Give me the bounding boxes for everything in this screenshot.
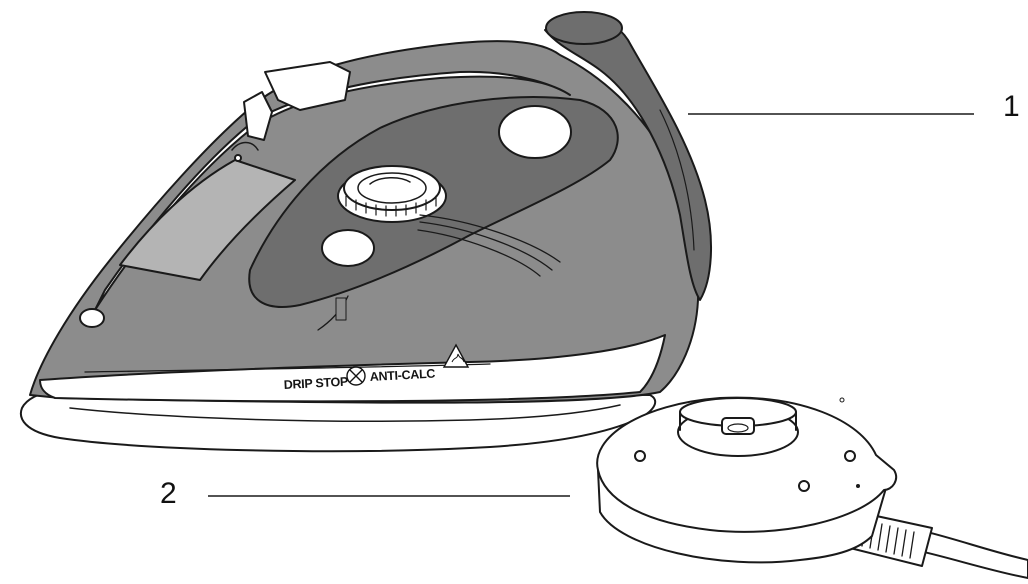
hot-surface-warning-icon [442, 343, 470, 368]
body-highlight [321, 229, 375, 267]
screw-hole [798, 480, 810, 492]
screw-hole [634, 450, 646, 462]
callout-2-number: 2 [160, 477, 177, 510]
steam-dial[interactable] [337, 165, 447, 223]
steam-burst-trigger[interactable] [243, 91, 273, 141]
base-station [596, 396, 1028, 579]
water-fill-cap[interactable] [79, 308, 105, 328]
screw-hole [839, 397, 845, 403]
water-tank-window [119, 159, 296, 281]
callout-1-number: 1 [1003, 90, 1020, 123]
drip-stop-text: DRIP STOP [283, 375, 348, 392]
anti-drip-symbol-icon [346, 366, 366, 386]
spray-button[interactable] [264, 61, 351, 111]
iron-top-stripe [94, 70, 571, 311]
steam-iron [20, 11, 712, 453]
handle-highlight [498, 105, 572, 159]
iron-heel [544, 15, 712, 301]
screw-hole [844, 450, 856, 462]
iron-markings: DRIP STOP ANTI-CALC [283, 343, 470, 392]
base-top [596, 396, 898, 533]
anti-calc-text: ANTI-CALC [369, 367, 435, 384]
